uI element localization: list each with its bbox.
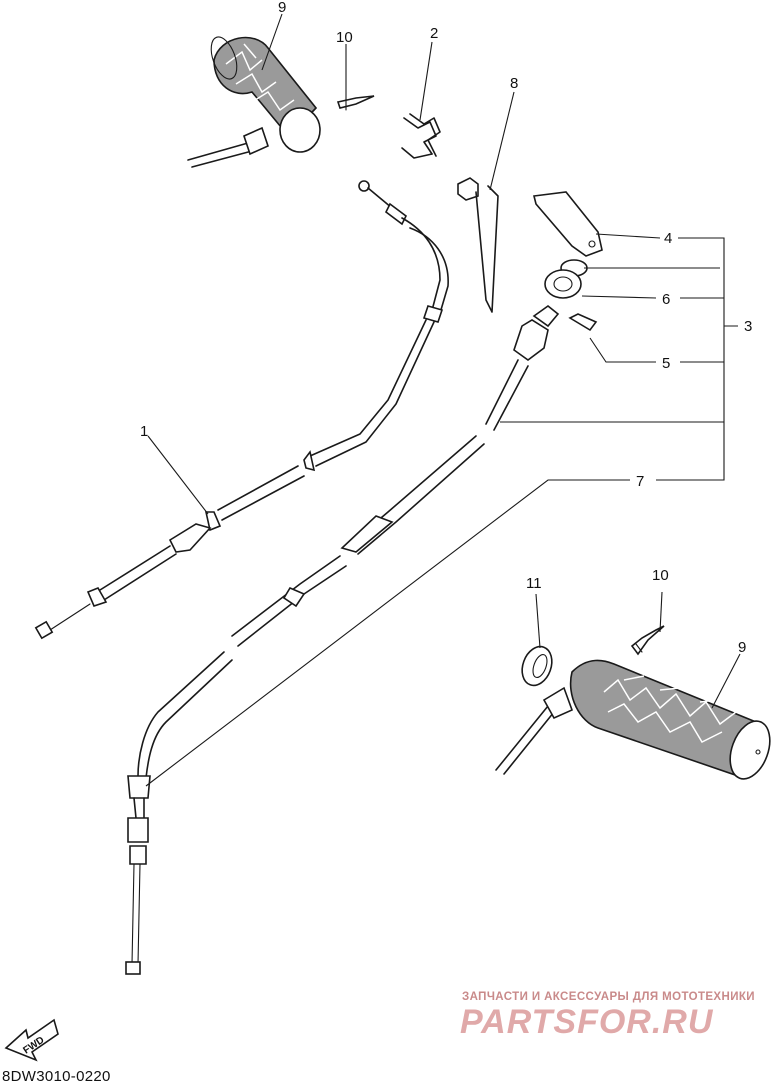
handlebar-grip-right xyxy=(495,659,771,780)
callout-2: 2 xyxy=(430,25,438,42)
cable-bracket xyxy=(533,191,603,257)
callout-4: 4 xyxy=(664,230,672,247)
callout-10-top: 10 xyxy=(336,29,353,46)
callout-5: 5 xyxy=(662,355,670,372)
callout-3: 3 xyxy=(744,318,752,335)
grip-pin-top xyxy=(336,95,375,111)
handlebar-grip-left xyxy=(187,36,321,168)
wire-clip xyxy=(401,113,441,159)
cable-pin xyxy=(568,313,598,332)
leader-lines xyxy=(145,13,741,787)
throttle-cable-1 xyxy=(34,180,449,640)
cable-band xyxy=(457,177,499,313)
callout-8: 8 xyxy=(510,75,518,92)
watermark-tagline: ЗАПЧАСТИ И АКСЕССУАРЫ ДЛЯ МОТОТЕХНИКИ xyxy=(462,991,755,1003)
callout-9-top: 9 xyxy=(278,0,286,16)
throttle-cable-2 xyxy=(125,304,560,975)
rubber-washer xyxy=(544,259,588,299)
callout-6: 6 xyxy=(662,291,670,308)
callout-11: 11 xyxy=(526,575,542,592)
callout-10-bottom: 10 xyxy=(652,567,669,584)
grip-collar xyxy=(521,645,553,687)
watermark-brand: PARTSFOR.RU xyxy=(460,1003,714,1041)
callout-labels: 9 10 2 8 4 6 3 5 7 1 11 10 9 xyxy=(140,0,752,656)
forward-arrow-icon: FWD xyxy=(4,1018,59,1062)
drawing-code: 8DW3010-0220 xyxy=(2,1068,111,1085)
grip-pin-bottom xyxy=(630,625,665,656)
callout-7: 7 xyxy=(636,473,644,490)
callout-1: 1 xyxy=(140,423,148,440)
callout-9-bottom: 9 xyxy=(738,639,746,656)
